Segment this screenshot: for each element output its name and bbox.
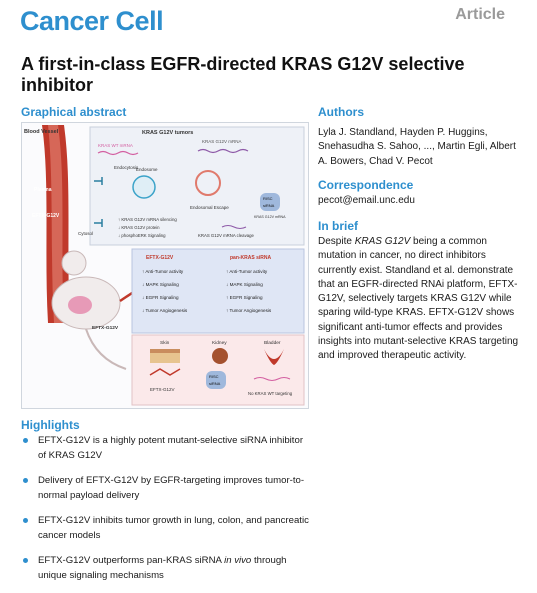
comparison-panel: [131, 248, 305, 334]
article-type: Article: [455, 6, 505, 23]
authors-list: Lyla J. Standland, Hayden P. Huggins, Sn…: [318, 127, 516, 167]
eftx-label: EFTX-G12V: [32, 213, 60, 219]
escaping-endosome: [195, 170, 221, 196]
comparison-item: ↑ Anti-Tumor activity: [142, 269, 184, 274]
risc-label: RISC: [263, 196, 273, 201]
blood-vessel-label: Blood Vessel: [24, 129, 59, 135]
risc-target-label: KRAS G12V mRNA: [254, 215, 286, 219]
effect-2: ↓ KRAS G12V protein: [118, 225, 160, 230]
effect-1: ↑ KRAS G12V mRNA silencing: [118, 217, 177, 222]
in-brief-text: Despite KRAS G12V being a common mutatio…: [318, 235, 523, 364]
skin-label: Skin: [160, 340, 170, 346]
g12v-mrna-label: KRAS G12V mRNA: [202, 139, 242, 144]
mouse-head: [61, 250, 87, 276]
highlight-item: Delivery of EFTX-G12V by EGFR-targeting …: [21, 473, 311, 503]
comparison-item: ↑ Anti-Tumor activity: [226, 269, 268, 274]
comparison-item: ↑ Tumor Angiogenesis: [226, 308, 272, 313]
endocytosis-label: Endocytosis: [114, 165, 139, 170]
cmp-left-title: EFTX-G12V: [146, 255, 174, 261]
bullet-icon: [23, 518, 28, 523]
mouse-eftx-label: EFTX-G12V: [92, 325, 119, 331]
bullet-icon: [23, 558, 28, 563]
risc-sirna-label: siRNA: [263, 203, 275, 208]
bladder-label: Bladder: [264, 340, 281, 346]
kidney-label: Kidney: [212, 340, 227, 346]
cmp-right-list: ↑ Anti-Tumor activity ↓ MAPK Signaling ↑ E…: [226, 269, 272, 313]
highlight-text: EFTX-G12V outperforms pan-KRAS siRNA in …: [38, 555, 287, 581]
comparison-item: ↓ MAPK Signaling: [142, 282, 179, 287]
correspondence-heading: Correspondence: [318, 178, 414, 192]
in-brief-heading: In brief: [318, 219, 359, 233]
bottom-risc-icon: [206, 371, 226, 389]
wt-mrna-label: KRAS WT mRNA: [98, 143, 133, 148]
cmp-left-list: ↑ Anti-Tumor activity ↓ MAPK Signaling ↓ E…: [142, 269, 188, 313]
in-brief-part-2: being a common mutation in cancer, no di…: [318, 236, 519, 362]
highlight-item: EFTX-G12V outperforms pan-KRAS siRNA in …: [21, 553, 311, 583]
highlight-item: EFTX-G12V is a highly potent mutant-sele…: [21, 433, 311, 463]
article-title: A first-in-class EGFR-directed KRAS G12V…: [21, 54, 465, 95]
bottom-risc-label: RISC: [209, 374, 219, 379]
graphical-abstract-figure: Blood Vessel Plasma EFTX-G12V KRAS G12V …: [24, 125, 305, 406]
cleavage-label: KRAS G12V mRNA cleavage: [198, 233, 254, 238]
comparison-item: ↓ MAPK Signaling: [226, 282, 263, 287]
bullet-icon: [23, 478, 28, 483]
correspondence-email[interactable]: pecot@email.unc.edu: [318, 195, 415, 206]
graphical-abstract: Blood Vessel Plasma EFTX-G12V KRAS G12V …: [21, 122, 309, 409]
bullet-icon: [23, 438, 28, 443]
no-wt-label: No KRAS WT targeting: [248, 391, 293, 396]
mouse-tail: [85, 328, 127, 370]
endosomal-escape-label: Endosomal Escape: [190, 205, 229, 210]
cmp-right-title: pan-KRAS siRNA: [230, 255, 272, 261]
endosome-label: Endosome: [136, 167, 158, 172]
cytosol-label: Cytosol: [78, 231, 93, 236]
tumors-label: KRAS G12V tumors: [142, 130, 193, 136]
bladder-icon: [264, 349, 284, 365]
in-brief-emphasis: KRAS G12V: [354, 236, 411, 247]
effect-3: ↓ phosphoERK Signaling: [118, 233, 166, 238]
comparison-item: ↓ EGFR Signaling: [142, 295, 179, 300]
highlight-item: EFTX-G12V inhibits tumor growth in lung,…: [21, 513, 311, 543]
egfr-receptors: [94, 177, 103, 227]
comparison-item: ↑ EGFR Signaling: [226, 295, 263, 300]
g12v-mrna-strand: [197, 148, 249, 154]
plasma-label: Plasma: [34, 187, 52, 193]
bottom-eftx-label: EFTX-G12V: [150, 387, 175, 392]
tumor: [68, 296, 92, 314]
eftx-molecule-icon: [149, 368, 181, 376]
highlights-heading: Highlights: [21, 418, 80, 432]
highlights-list: EFTX-G12V is a highly potent mutant-sele…: [21, 433, 311, 593]
risc-complex: [260, 193, 280, 211]
endosome: [132, 175, 156, 199]
kidney-icon: [212, 348, 228, 364]
comparison-item: ↓ Tumor Angiogenesis: [142, 308, 188, 313]
bottom-sirna-label: siRNA: [209, 381, 221, 386]
journal-name: Cancer Cell: [20, 6, 164, 36]
graphical-abstract-heading: Graphical abstract: [21, 105, 127, 119]
authors-heading: Authors: [318, 105, 364, 119]
wt-mrna-strand: [97, 150, 139, 156]
in-brief-part-1: Despite: [318, 236, 355, 247]
